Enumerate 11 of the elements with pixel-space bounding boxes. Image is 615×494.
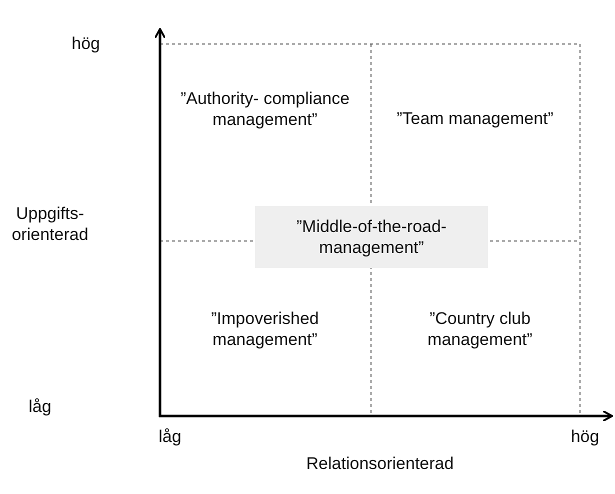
quadrant-label: ”Authority- compliance management” [180,88,350,130]
quadrant-label: ”Team management” [396,108,554,129]
axis-label: låg [28,396,52,417]
axis-title: Relationsorienterad [305,453,455,474]
quadrant-label: ”Country club management” [426,308,534,350]
axis-label: hög [70,33,100,54]
quadrant-label: ”Impoverished management” [210,308,320,350]
axis-label: hög [570,426,600,447]
quadrant-label-box: ”Middle-of-the-road- management” [255,206,488,268]
axis-label: låg [158,426,182,447]
axis-title: Uppgifts- orienterad [10,203,90,245]
